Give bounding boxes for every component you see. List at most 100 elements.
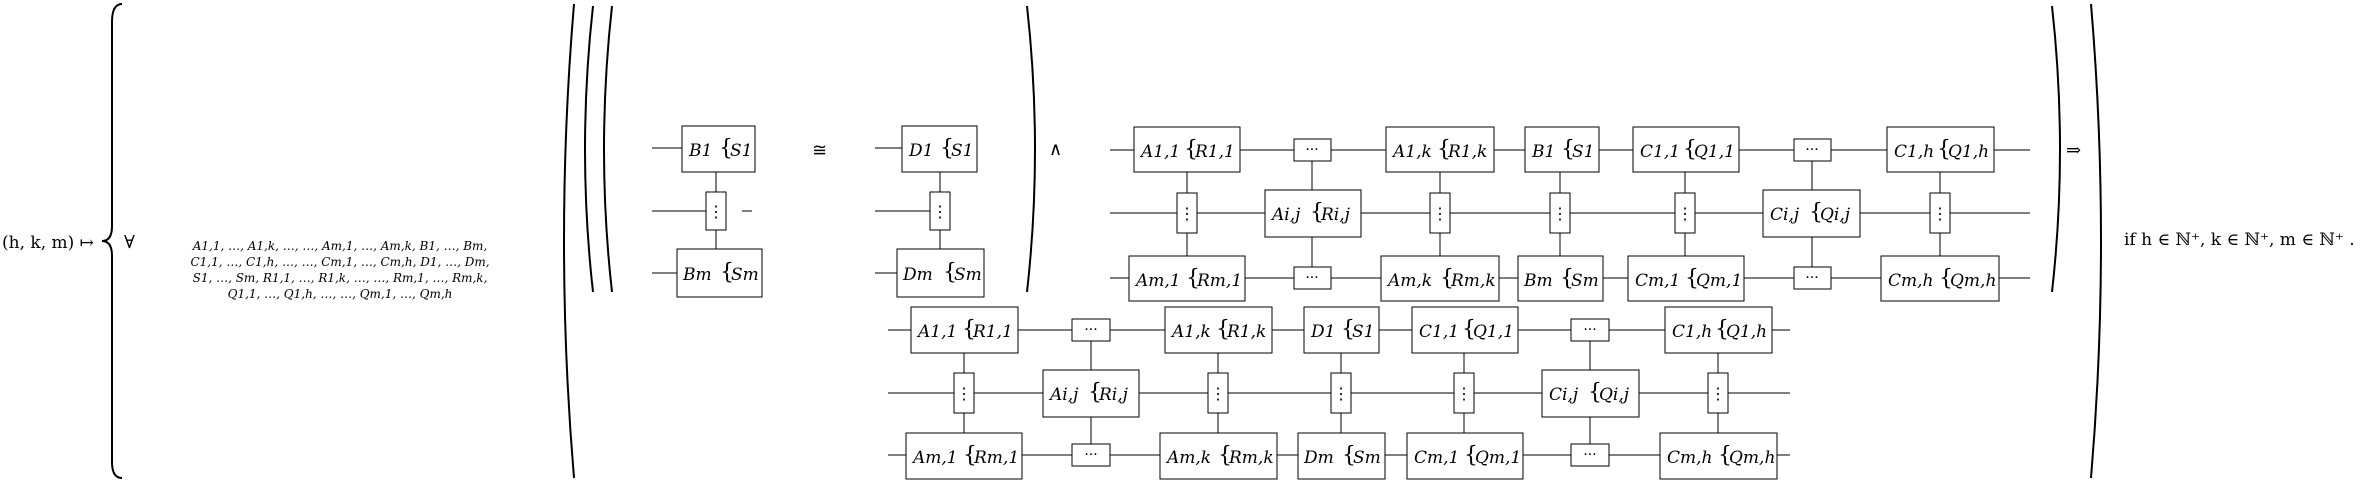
brace-bm-top: { (1560, 266, 1574, 291)
quantified-vars-line-3: S1, …, Sm, R1,1, …, R1,k, …, …, Rm,1, …,… (193, 271, 488, 285)
box-hdots-bot-4-label: ··· (1583, 447, 1596, 463)
box-hdots-tr-3-label: ··· (1305, 270, 1318, 286)
box-cij-bot-head: Ci,j (1549, 385, 1579, 405)
box-bm-brace: { (720, 260, 734, 285)
box-c11-top (1632, 126, 1740, 173)
box-hdots-tr-4 (1793, 266, 1832, 290)
box-am1-bot-head: Am,1 (911, 448, 958, 468)
brace-am1-bot: { (963, 443, 977, 468)
box-vdots-tr-5 (1929, 192, 1951, 234)
iso-paren-left (603, 5, 613, 293)
box-b1-arg: S1 (730, 141, 752, 161)
box-bm-top-head: Bm (1523, 271, 1553, 291)
box-amk-top-arg: Rm,k (1450, 271, 1496, 291)
box-cij-top-arg: Qi,j (1820, 205, 1851, 225)
box-bm (676, 248, 763, 298)
box-hdots-tr-2-label: ··· (1805, 142, 1818, 158)
outer-paren-right (2090, 3, 2102, 479)
map-prefix: (h, k, m) ↦ (2, 233, 94, 253)
box-bm-top-arg: Sm (1571, 271, 1599, 291)
box-hdots-bot-1-label: ··· (1084, 322, 1097, 338)
box-amk-top-head: Am,k (1386, 271, 1432, 291)
box-vdots-tr-2 (1429, 192, 1451, 234)
box-b-vdots-label: ⋮ (708, 202, 724, 221)
box-cm1-top-arg: Qm,1 (1696, 271, 1742, 291)
box-vdots-bot-5-label: ⋮ (1710, 384, 1726, 403)
box-vdots-bot-1-label: ⋮ (956, 384, 972, 403)
brace-cmh-bot: { (1718, 443, 1732, 468)
brace-am1-top: { (1186, 266, 1200, 291)
box-dm-bot-head: Dm (1303, 448, 1334, 468)
box-a1k-top-head: A1,k (1391, 142, 1432, 162)
box-amk-top (1380, 255, 1500, 302)
box-b1-top-arg: S1 (1572, 142, 1594, 162)
box-aij-bot-head: Ai,j (1048, 385, 1079, 405)
iso-paren-right (1026, 5, 1036, 293)
brace-c1h-bot: { (1715, 317, 1729, 342)
box-d1-head: D1 (908, 141, 933, 161)
box-vdots-tr-1-label: ⋮ (1179, 204, 1195, 223)
brace-c1h-top: { (1937, 137, 1951, 162)
box-aij-bot (1042, 369, 1140, 418)
box-c1h-bot-head: C1,h (1672, 322, 1712, 342)
box-hdots-bot-4 (1570, 443, 1610, 467)
box-aij-bot-arg: Ri,j (1098, 385, 1129, 405)
box-d1-bot-head: D1 (1310, 322, 1335, 342)
brace-aij-bot: { (1088, 380, 1102, 405)
box-d1-arg: S1 (951, 141, 973, 161)
box-d1-bot-arg: S1 (1352, 322, 1374, 342)
box-vdots-bot-2 (1207, 372, 1229, 414)
box-dm-bot-arg: Sm (1353, 448, 1381, 468)
box-c1h-top-arg: Q1,h (1948, 142, 1989, 162)
box-cmh-bot (1659, 432, 1778, 480)
box-b1-brace: { (719, 136, 733, 161)
brace-cmh-top: { (1939, 266, 1953, 291)
box-a1k-bot-head: A1,k (1170, 322, 1211, 342)
quantified-vars-line-4: Q1,1, …, Q1,h, …, …, Qm,1, …, Qm,h (228, 287, 453, 301)
box-d-vdots-label: ⋮ (932, 202, 948, 221)
box-b1-top (1524, 126, 1600, 173)
box-vdots-bot-3 (1330, 372, 1352, 414)
brace-d1-bot: { (1341, 317, 1355, 342)
box-dm-head: Dm (902, 265, 933, 285)
box-cm1-bot (1406, 432, 1524, 480)
box-vdots-tr-5-label: ⋮ (1932, 204, 1948, 223)
box-c1h-bot (1664, 306, 1773, 354)
box-c11-bot-head: C1,1 (1419, 322, 1459, 342)
box-c1h-top (1886, 126, 1995, 173)
box-d-vdots (929, 191, 951, 231)
box-vdots-tr-4 (1674, 192, 1696, 234)
and-symbol: ∧ (1049, 139, 1062, 160)
box-cm1-top-head: Cm,1 (1635, 271, 1680, 291)
box-a1k-top (1385, 126, 1495, 173)
box-am1-bot-arg: Rm,1 (973, 448, 1019, 468)
box-cmh-top (1880, 255, 2000, 302)
box-b-vdots (705, 191, 727, 231)
box-d1-bot (1303, 306, 1380, 354)
box-c11-top-arg: Q1,1 (1694, 142, 1735, 162)
box-am1-top-head: Am,1 (1134, 271, 1181, 291)
box-cm1-bot-head: Cm,1 (1414, 448, 1459, 468)
box-c11-top-head: C1,1 (1640, 142, 1680, 162)
box-hdots-tr-2 (1793, 138, 1832, 162)
brace-c11-bot: { (1462, 317, 1476, 342)
box-cij-bot (1541, 369, 1640, 418)
box-amk-bot (1159, 432, 1278, 480)
brace-a11-bot: { (962, 317, 976, 342)
box-d1-brace: { (940, 136, 954, 161)
inner-paren-left-2 (584, 5, 594, 293)
box-cmh-top-head: Cm,h (1888, 271, 1933, 291)
box-amk-bot-head: Am,k (1165, 448, 1211, 468)
box-bm-top (1517, 255, 1604, 302)
box-a11-bot (910, 306, 1019, 354)
box-am1-bot (905, 432, 1023, 480)
box-cm1-bot-arg: Qm,1 (1475, 448, 1521, 468)
box-cij-top-head: Ci,j (1770, 205, 1800, 225)
box-c11-bot-arg: Q1,1 (1473, 322, 1514, 342)
box-hdots-bot-2 (1570, 318, 1610, 342)
outer-paren-left (563, 3, 575, 479)
box-vdots-tr-3 (1549, 192, 1571, 234)
box-hdots-tr-1-label: ··· (1305, 142, 1318, 158)
box-c1h-top-head: C1,h (1894, 142, 1934, 162)
box-aij-top-head: Ai,j (1270, 205, 1301, 225)
